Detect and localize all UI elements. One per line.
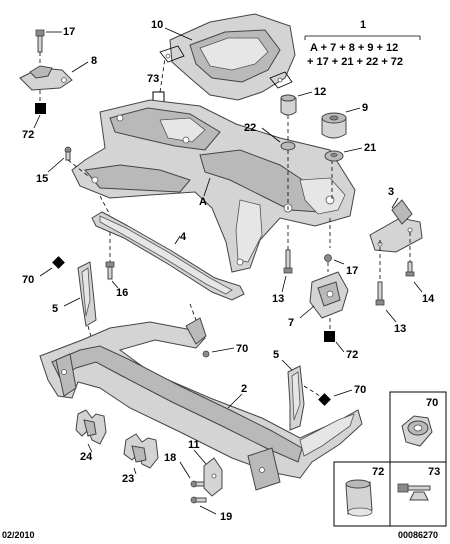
legend-box-72: 72	[333, 461, 391, 527]
bolt-part-13-b	[375, 281, 385, 306]
nut-part-70-middle	[202, 350, 210, 358]
callout-72-left: 72	[22, 129, 34, 141]
bracket-part-11	[203, 457, 223, 497]
callout-70-left: 70	[22, 274, 34, 286]
bolt-part-17-top	[35, 29, 45, 53]
callout-21: 21	[364, 142, 376, 154]
callout-70-right: 70	[354, 384, 366, 396]
callout-72-right: 72	[346, 349, 358, 361]
bracket-part-5-left	[77, 261, 97, 327]
callout-3: 3	[388, 186, 394, 198]
bracket-part-5-right	[287, 365, 305, 431]
part-72-marker-right	[324, 331, 335, 342]
part-1-formula: 1 A + 7 + 8 + 9 + 12 + 17 + 21 + 22 + 72	[304, 19, 421, 68]
mount-part-12	[280, 94, 297, 116]
bolt-part-18	[190, 480, 205, 488]
callout-5-right: 5	[273, 349, 279, 361]
formula-line-1: A + 7 + 8 + 9 + 12	[310, 42, 398, 54]
mount-part-7	[309, 271, 349, 319]
bolt-part-15	[64, 146, 72, 161]
bolt-part-19	[190, 496, 207, 504]
callout-19: 19	[220, 511, 232, 523]
callout-9: 9	[362, 102, 368, 114]
legend-label-72: 72	[372, 466, 384, 478]
bolt-part-13-a	[283, 249, 293, 274]
callout-1: 1	[360, 19, 366, 31]
bolt-part-16	[105, 261, 115, 280]
clamp-part-23	[123, 433, 159, 469]
callout-A: A	[199, 196, 207, 208]
callout-11: 11	[188, 439, 200, 451]
callout-17-right: 17	[346, 265, 358, 277]
callout-10: 10	[151, 19, 163, 31]
callout-70-middle: 70	[236, 343, 248, 355]
callout-17-top: 17	[63, 26, 75, 38]
callout-7: 7	[288, 317, 294, 329]
legend-label-70: 70	[426, 397, 438, 409]
legend-box-70: 70	[389, 391, 447, 463]
callout-18: 18	[164, 452, 176, 464]
callout-12: 12	[314, 86, 326, 98]
callout-13-a: 13	[272, 293, 284, 305]
footer-date: 02/2010	[2, 530, 35, 540]
callout-4: 4	[180, 231, 187, 243]
callout-22: 22	[244, 122, 256, 134]
bolt-part-14	[405, 261, 415, 277]
callout-15: 15	[36, 173, 48, 185]
callout-24: 24	[80, 451, 93, 463]
clamp-part-24	[75, 409, 107, 445]
footer-reference-code: 00086270	[398, 530, 438, 540]
formula-line-2: + 17 + 21 + 22 + 72	[307, 56, 403, 68]
callout-13-b: 13	[394, 323, 406, 335]
part-70-marker-right	[318, 393, 331, 406]
callout-14: 14	[422, 293, 435, 305]
callout-2: 2	[241, 383, 247, 395]
washer-part-21	[324, 150, 344, 162]
callout-73: 73	[147, 73, 159, 85]
callout-8: 8	[91, 55, 97, 67]
legend-label-73: 73	[428, 466, 440, 478]
reinforcement-bar-part-4	[91, 211, 245, 301]
part-70-marker-left	[52, 256, 65, 269]
callout-23: 23	[122, 473, 134, 485]
mount-part-8	[19, 65, 73, 91]
subframe-part-A	[71, 99, 356, 273]
mount-part-9	[321, 112, 347, 139]
bolt-part-17-right	[324, 254, 332, 262]
legend-box-73: 73	[389, 461, 447, 527]
part-72-marker-left	[35, 103, 46, 114]
washer-part-22	[280, 141, 296, 151]
heat-shield-part-10	[159, 13, 296, 101]
callout-5-left: 5	[52, 303, 58, 315]
callout-16: 16	[116, 287, 128, 299]
crossmember-part-2	[39, 317, 363, 491]
bracket-part-3	[369, 199, 423, 253]
